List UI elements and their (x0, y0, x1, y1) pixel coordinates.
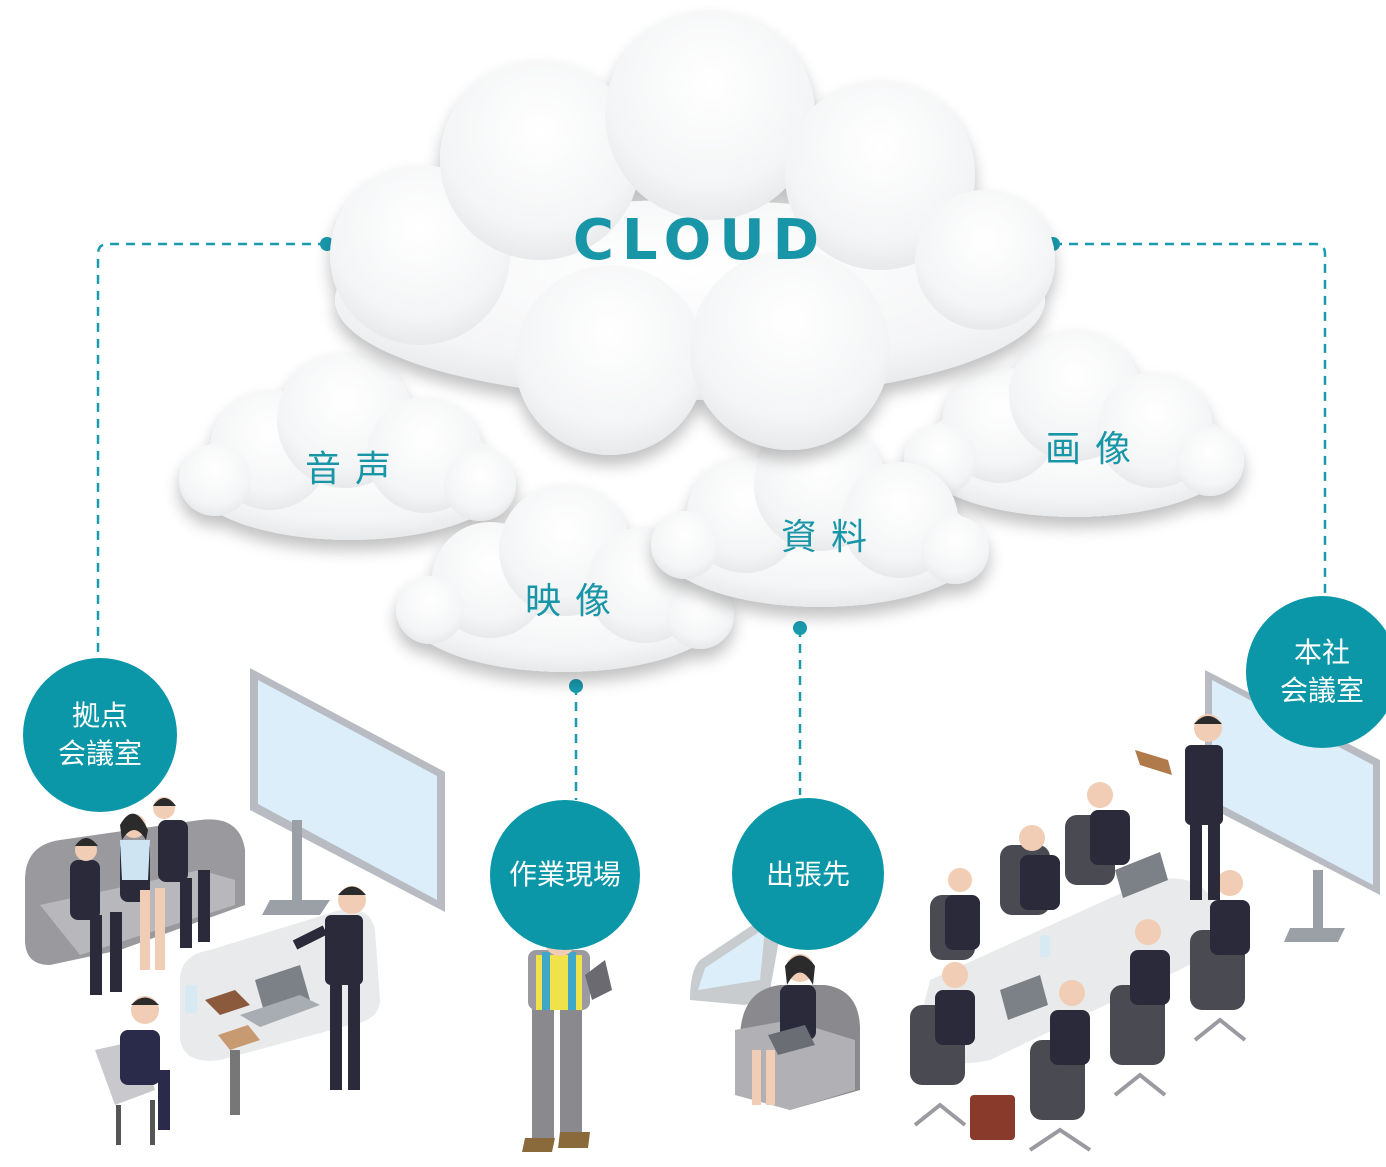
cloud-documents (651, 419, 989, 607)
worksite-illustration (522, 920, 612, 1152)
cloud-main (330, 10, 1055, 455)
connector-headquarters (1053, 242, 1327, 598)
cloud-image (904, 329, 1244, 517)
cloud-label-documents: 資料 (780, 517, 881, 558)
location-label-worksite: 作業現場 (508, 858, 621, 891)
connector-branch (96, 242, 327, 662)
cloud-label-image: 画像 (1044, 429, 1145, 470)
location-circles (23, 596, 1386, 950)
cloud-label-audio: 音声 (304, 449, 405, 490)
location-circle-headquarters (1246, 596, 1386, 748)
location-label-business-trip: 出張先 (765, 858, 850, 891)
cloud-main-label: CLOUD (572, 208, 828, 273)
location-circle-worksite (490, 800, 640, 950)
business-trip-illustration (690, 919, 860, 1110)
location-circle-business-trip (732, 798, 884, 950)
location-label-headquarters: 本社 会議室 (1279, 636, 1364, 707)
headquarters-meeting-room-illustration (910, 670, 1380, 1152)
cloud-video (396, 484, 734, 672)
location-label-branch: 拠点 会議室 (57, 699, 142, 770)
connector-lines (96, 242, 1327, 800)
location-circle-branch (23, 658, 177, 812)
branch-meeting-room-illustration (25, 668, 445, 1145)
cloud-label-video: 映像 (524, 581, 625, 622)
cloud-audio (179, 352, 516, 540)
